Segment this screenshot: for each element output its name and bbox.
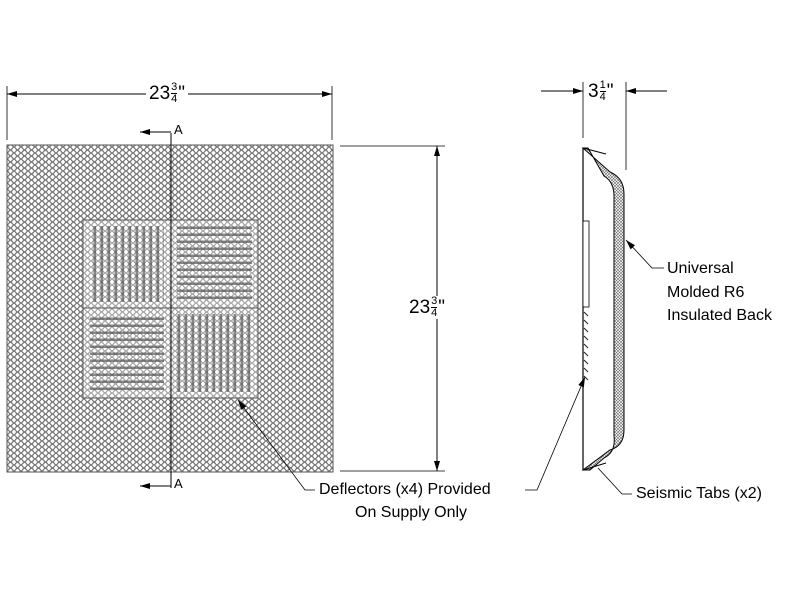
deflector-top-right — [170, 219, 259, 309]
depth-den: 4 — [599, 91, 606, 103]
section-label-bottom: A — [174, 476, 183, 491]
back-label-line2: Molded R6 — [667, 284, 745, 301]
height-unit: " — [438, 297, 446, 318]
back-label-line3: Insulated Back — [667, 307, 772, 324]
seismic-tabs-label: Seismic Tabs (x2) — [636, 485, 762, 502]
leader-insulated-back — [625, 239, 664, 269]
width-den: 4 — [171, 93, 178, 105]
deflector-bottom-left — [82, 307, 172, 399]
depth-unit: " — [606, 81, 614, 102]
width-unit: " — [178, 83, 186, 104]
deflectors-label-line1: Deflectors (x4) Provided — [319, 481, 491, 498]
grille-front-view — [6, 133, 334, 488]
depth-num: 1 — [599, 79, 606, 92]
section-label-top: A — [174, 122, 183, 137]
grille-side-view — [581, 147, 625, 471]
depth-whole: 3 — [588, 81, 599, 102]
deflector-top-left — [82, 219, 172, 309]
back-label-line1: Universal — [667, 260, 734, 277]
height-whole: 23 — [409, 297, 431, 318]
height-num: 3 — [431, 295, 438, 308]
deflectors-label-line2: On Supply Only — [355, 504, 468, 521]
width-whole: 23 — [149, 83, 171, 104]
width-num: 3 — [171, 81, 178, 94]
deflector-bottom-right — [170, 307, 259, 399]
leader-seismic-tabs — [597, 467, 632, 495]
depth-dimension-lines — [541, 82, 667, 170]
leader-deflectors — [237, 376, 586, 491]
height-den: 4 — [431, 307, 438, 319]
